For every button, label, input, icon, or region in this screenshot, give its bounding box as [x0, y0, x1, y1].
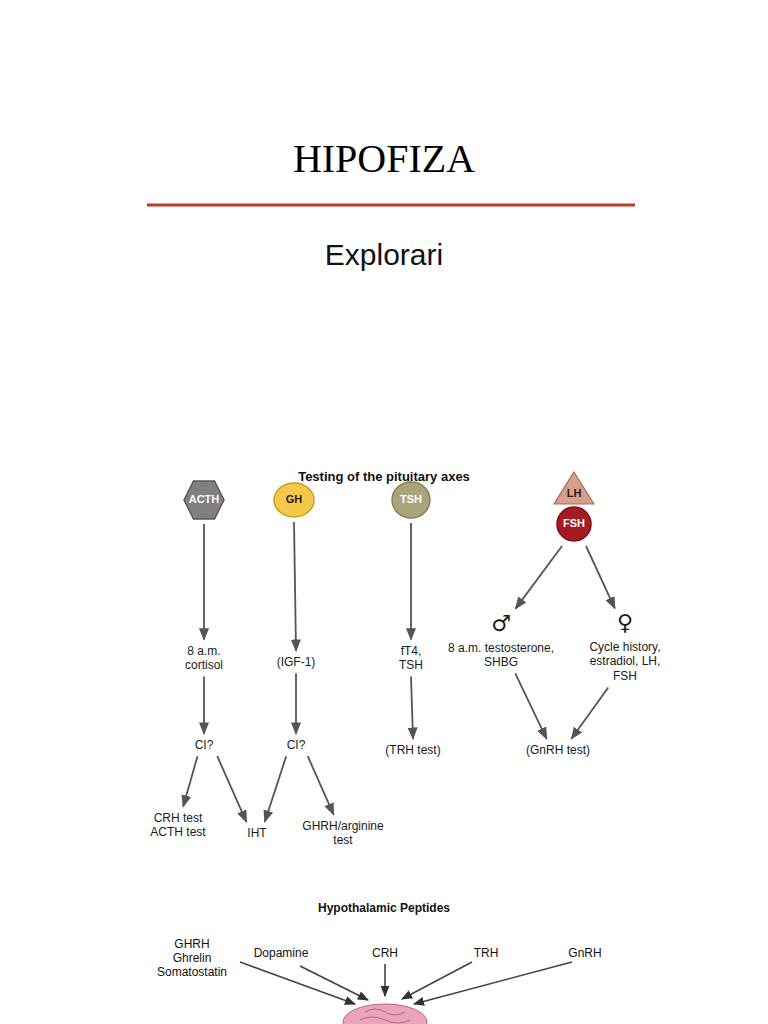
node-text: LH — [567, 487, 582, 500]
node-text: (IGF-1) — [264, 655, 328, 669]
arrow-connector — [516, 546, 562, 609]
node-text: CRH test ACTH test — [144, 811, 212, 840]
node-text: 8 a.m. testosterone, SHBG — [443, 641, 559, 670]
sex-branch: ♀ Cycle history, estradiol, LH, FSH — [584, 612, 666, 683]
arrow-connector — [183, 756, 197, 806]
test-text: fT4, TSH — [389, 644, 433, 673]
test-text: (TRH test) — [371, 743, 455, 757]
node-text: ACTH — [189, 493, 220, 506]
test-text: (GnRH test) — [511, 743, 605, 757]
pituitary-gland — [343, 1004, 427, 1024]
subtitle: Explorari — [325, 238, 443, 272]
page-title: HIPOFIZA — [293, 135, 475, 182]
arrow-connector — [294, 522, 296, 651]
arrow-connector — [515, 673, 546, 738]
hormone-circle: FSH — [556, 506, 592, 542]
node-text: FSH — [563, 517, 585, 530]
arrow-connector — [308, 756, 334, 814]
node-text: 8 a.m. cortisol — [174, 644, 234, 673]
hormone-triangle: LH — [553, 471, 595, 505]
arrow-connector — [203, 524, 205, 640]
condition-text: CI? — [274, 738, 318, 752]
arrow-connector — [586, 546, 615, 608]
peptide-name: GnRH — [568, 946, 601, 960]
hormone-ellipse: GH — [273, 482, 315, 518]
arrow-connector — [571, 688, 608, 739]
peptide-name: Dopamine — [254, 946, 309, 960]
test-text: (IGF-1) — [264, 655, 328, 669]
arrow-connector — [411, 676, 413, 738]
arrow-connector — [203, 676, 205, 733]
node-text: GHRH/arginine test — [295, 819, 391, 848]
test-text: IHT — [235, 826, 279, 840]
peptide-name: TRH — [474, 946, 499, 960]
hormone-ellipse: TSH — [391, 481, 431, 519]
peptide-arrows — [240, 962, 572, 1004]
node-text: Cycle history, estradiol, LH, FSH — [584, 640, 666, 683]
sex-symbol: ♀ — [584, 612, 666, 634]
sex-branch: ♂ 8 a.m. testosterone, SHBG — [443, 613, 559, 670]
peptide-name: CRH — [372, 946, 398, 960]
title-rule — [147, 204, 635, 207]
node-text: GH — [286, 493, 303, 506]
test-text: GHRH/arginine test — [295, 819, 391, 848]
node-text: (TRH test) — [371, 743, 455, 757]
node-text: CI? — [182, 738, 226, 752]
sex-symbol: ♂ — [443, 613, 559, 635]
node-text: CI? — [274, 738, 318, 752]
peptide-name: Somatostatin — [157, 965, 227, 979]
hormone-hexagon: ACTH — [183, 480, 225, 520]
node-text: (GnRH test) — [511, 743, 605, 757]
node-text: IHT — [235, 826, 279, 840]
node-text: fT4, TSH — [389, 644, 433, 673]
peptide-name: GHRH — [174, 937, 209, 951]
node-text: TSH — [400, 493, 422, 506]
arrow-connector — [295, 673, 297, 734]
arrow-connector — [217, 756, 246, 822]
diagram-heading: Hypothalamic Peptides — [318, 901, 450, 915]
condition-text: CI? — [182, 738, 226, 752]
test-text: 8 a.m. cortisol — [174, 644, 234, 673]
diagram-heading: Testing of the pituitary axes — [298, 469, 470, 484]
arrow-connector — [410, 523, 412, 640]
test-text: CRH test ACTH test — [144, 811, 212, 840]
arrow-connector — [265, 756, 286, 822]
peptide-name: Ghrelin — [173, 951, 212, 965]
